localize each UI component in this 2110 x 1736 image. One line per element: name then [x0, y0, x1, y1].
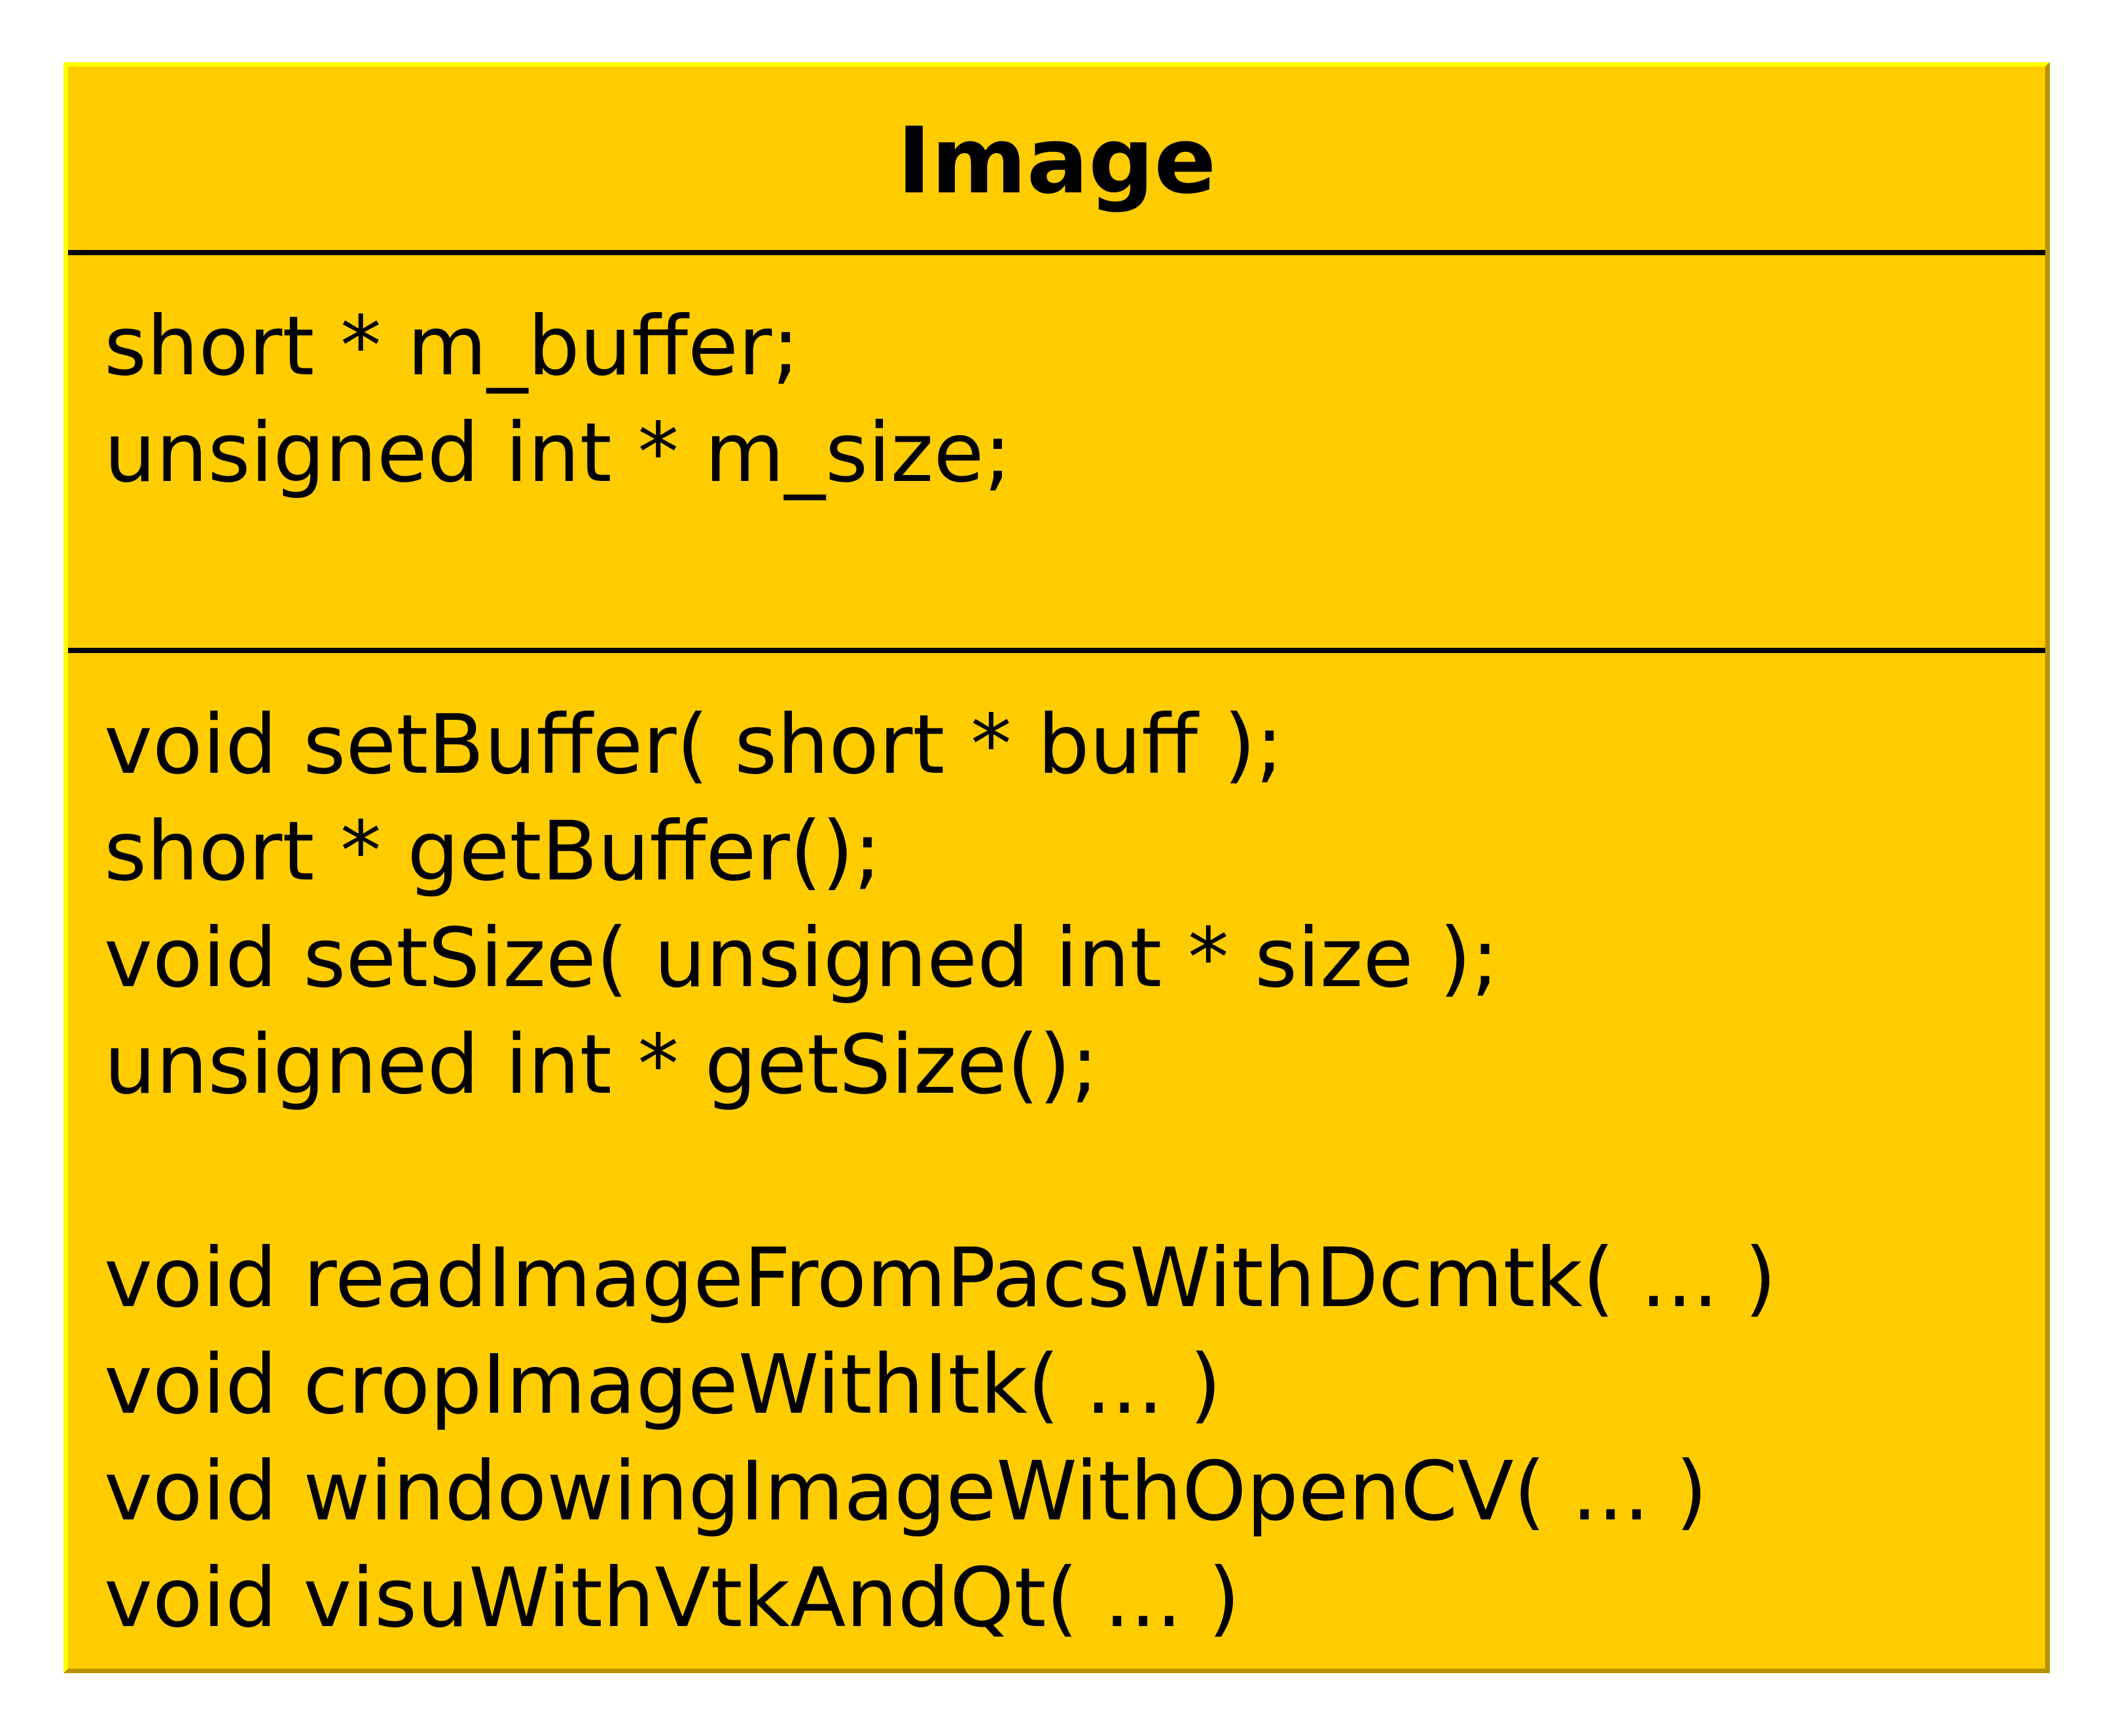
uml-class-box[interactable]: Image short * m_buffer; unsigned int * m… [63, 62, 2050, 1673]
class-name: Image [897, 108, 1217, 215]
attribute-item: unsigned int * m_size; [104, 406, 1012, 501]
operation-item: void visuWithVtkAndQt( ... ) [104, 1551, 1240, 1646]
operations-compartment: void setBuffer( short * buff ); short * … [104, 692, 2019, 1652]
operation-item: void windowingImageWithOpenCV( ... ) [104, 1444, 1708, 1539]
operation-item: short * getBuffer(); [104, 804, 882, 899]
operation-item: void cropImageWithItk( ... ) [104, 1337, 1222, 1432]
name-attributes-divider [68, 250, 2045, 255]
operation-group-spacer [104, 1118, 2019, 1225]
operation-item: void readImageFromPacsWithDcmtk( ... ) [104, 1231, 1777, 1326]
attribute-item: short * m_buffer; [104, 299, 800, 394]
operation-item: unsigned int * getSize(); [104, 1018, 1099, 1112]
operation-item: void setSize( unsigned int * size ); [104, 911, 1499, 1006]
attributes-operations-divider [68, 648, 2045, 653]
attributes-compartment: short * m_buffer; unsigned int * m_size; [104, 293, 2019, 506]
operation-item: void setBuffer( short * buff ); [104, 698, 1283, 792]
